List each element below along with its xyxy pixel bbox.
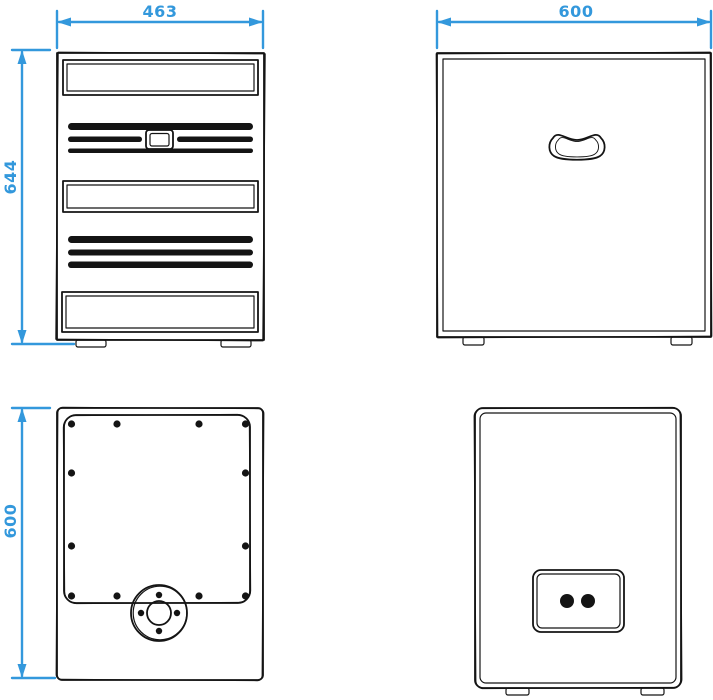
slat xyxy=(68,236,253,243)
handle-inner xyxy=(554,137,600,158)
side-cabinet-outline xyxy=(436,52,712,338)
front-slat-group-1 xyxy=(68,123,253,153)
flange-hole xyxy=(155,591,163,599)
front-view xyxy=(55,51,266,348)
slat xyxy=(68,123,253,130)
front-foot-left xyxy=(75,339,107,348)
screw xyxy=(195,592,203,600)
front-middle-panel xyxy=(62,180,259,213)
flange-hole xyxy=(155,627,163,635)
slat xyxy=(68,148,253,153)
flange-outer-circle-sketch xyxy=(132,585,188,641)
front-cabinet-outline xyxy=(56,52,265,341)
screw xyxy=(113,592,121,600)
back-cabinet-inner-line xyxy=(479,412,677,684)
dim-label-side-width: 600 xyxy=(559,2,594,21)
speaker-connector xyxy=(560,594,574,608)
front-bottom-panel xyxy=(61,291,259,333)
flange-hole xyxy=(173,609,181,617)
bottom-view xyxy=(55,406,265,682)
back-cabinet-outline-sketch xyxy=(473,406,683,690)
back-foot-right xyxy=(640,687,665,696)
logo-badge-inner xyxy=(149,132,170,147)
handle-outer xyxy=(548,134,606,161)
back-foot-left xyxy=(505,687,530,696)
handle-cutout-icon xyxy=(548,134,606,161)
screw xyxy=(241,420,250,428)
arrowhead-right xyxy=(697,17,711,27)
side-view xyxy=(435,51,713,346)
access-panel xyxy=(63,414,251,604)
front-bottom-panel-outer xyxy=(61,291,259,333)
access-panel-sketch xyxy=(62,413,252,605)
front-top-panel-outer xyxy=(62,59,259,96)
side-cabinet-outline-sketch xyxy=(435,51,713,339)
screw xyxy=(195,420,203,428)
screw xyxy=(67,592,76,600)
front-top-panel xyxy=(62,59,259,96)
screw xyxy=(241,469,250,477)
arrowhead-right xyxy=(249,17,263,27)
front-foot-right xyxy=(220,339,252,348)
arrowhead-top xyxy=(17,408,27,422)
screw xyxy=(67,420,76,428)
front-height-dimension: 644 xyxy=(1,48,76,346)
connector-plate xyxy=(532,569,625,633)
screw xyxy=(113,420,121,428)
front-bottom-panel-inner xyxy=(65,295,255,329)
arrowhead-bottom xyxy=(17,330,27,344)
screw xyxy=(241,592,250,600)
slat-left xyxy=(68,136,142,142)
dim-label-bottom-height: 600 xyxy=(1,504,20,539)
side-width-dimension: 600 xyxy=(435,2,713,50)
front-top-panel-inner xyxy=(66,63,255,92)
back-cabinet-outline xyxy=(474,407,682,689)
dim-label-front-width: 463 xyxy=(143,2,178,21)
screw xyxy=(67,542,76,550)
connector-plate-inner xyxy=(536,573,621,629)
side-foot-right xyxy=(670,336,693,346)
screw xyxy=(241,542,250,550)
arrowhead-top xyxy=(17,50,27,64)
access-panel-screws xyxy=(67,420,250,600)
bottom-cabinet-outline-sketch xyxy=(55,406,265,682)
connector-plate-outer xyxy=(532,569,625,633)
dim-label-front-height: 644 xyxy=(1,160,20,195)
front-slat-group-2 xyxy=(68,236,253,268)
flange-bore xyxy=(146,600,172,626)
back-view xyxy=(473,406,683,696)
slat xyxy=(68,261,253,268)
bottom-height-dimension: 600 xyxy=(1,406,57,680)
side-foot-left xyxy=(462,336,485,346)
front-middle-panel-outer xyxy=(62,180,259,213)
arrowhead-left xyxy=(437,17,451,27)
screw xyxy=(67,469,76,477)
slat xyxy=(68,249,253,256)
speaker-connector xyxy=(581,594,595,608)
arrowhead-bottom xyxy=(17,664,27,678)
side-cabinet-inner-line xyxy=(442,58,706,332)
front-width-dimension: 463 xyxy=(55,2,265,50)
pole-mount-flange xyxy=(130,584,188,642)
front-cabinet-outline-sketch xyxy=(55,51,266,342)
front-middle-panel-inner xyxy=(66,184,255,209)
flange-hole xyxy=(137,609,145,617)
arrowhead-left xyxy=(57,17,71,27)
slat-right xyxy=(177,136,253,142)
